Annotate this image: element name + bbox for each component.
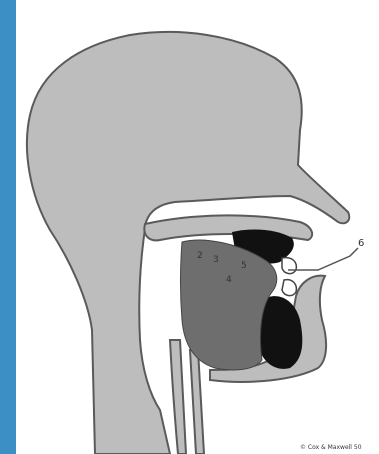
larynx-tube-left	[170, 340, 186, 454]
label-region-4: 4	[226, 275, 232, 285]
credit-text: © Cox & Maxwell 50	[300, 444, 362, 451]
label-pointer-6: 6	[358, 238, 364, 249]
label-region-2: 2	[197, 251, 203, 261]
label-6-pointer	[288, 248, 358, 270]
label-region-3: 3	[213, 255, 219, 265]
label-region-5: 5	[241, 261, 247, 271]
upper-teeth	[282, 258, 296, 274]
lower-teeth	[282, 280, 296, 296]
larynx-tube-right	[190, 350, 204, 454]
